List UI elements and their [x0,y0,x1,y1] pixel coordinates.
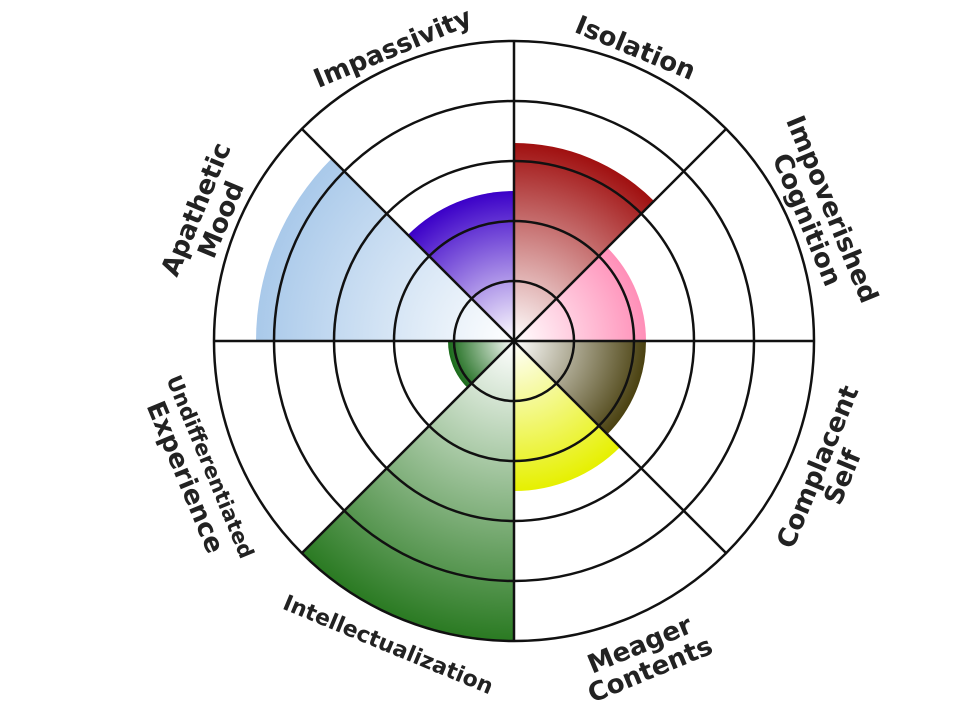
category-label-isolation: Isolation [571,10,700,86]
grid-spoke-6 [300,340,515,555]
grid-spoke-2 [513,127,728,342]
grid-spoke-4 [513,340,728,555]
grid-spoke-8 [300,127,515,342]
grid-layer [212,39,816,643]
wedge-intellectualization [301,341,514,641]
category-label-line: Isolation [571,10,700,86]
wedge-apathetic-mood [256,158,514,341]
wedge-impassivity [407,191,514,341]
wedge-meager-contents [514,341,621,491]
